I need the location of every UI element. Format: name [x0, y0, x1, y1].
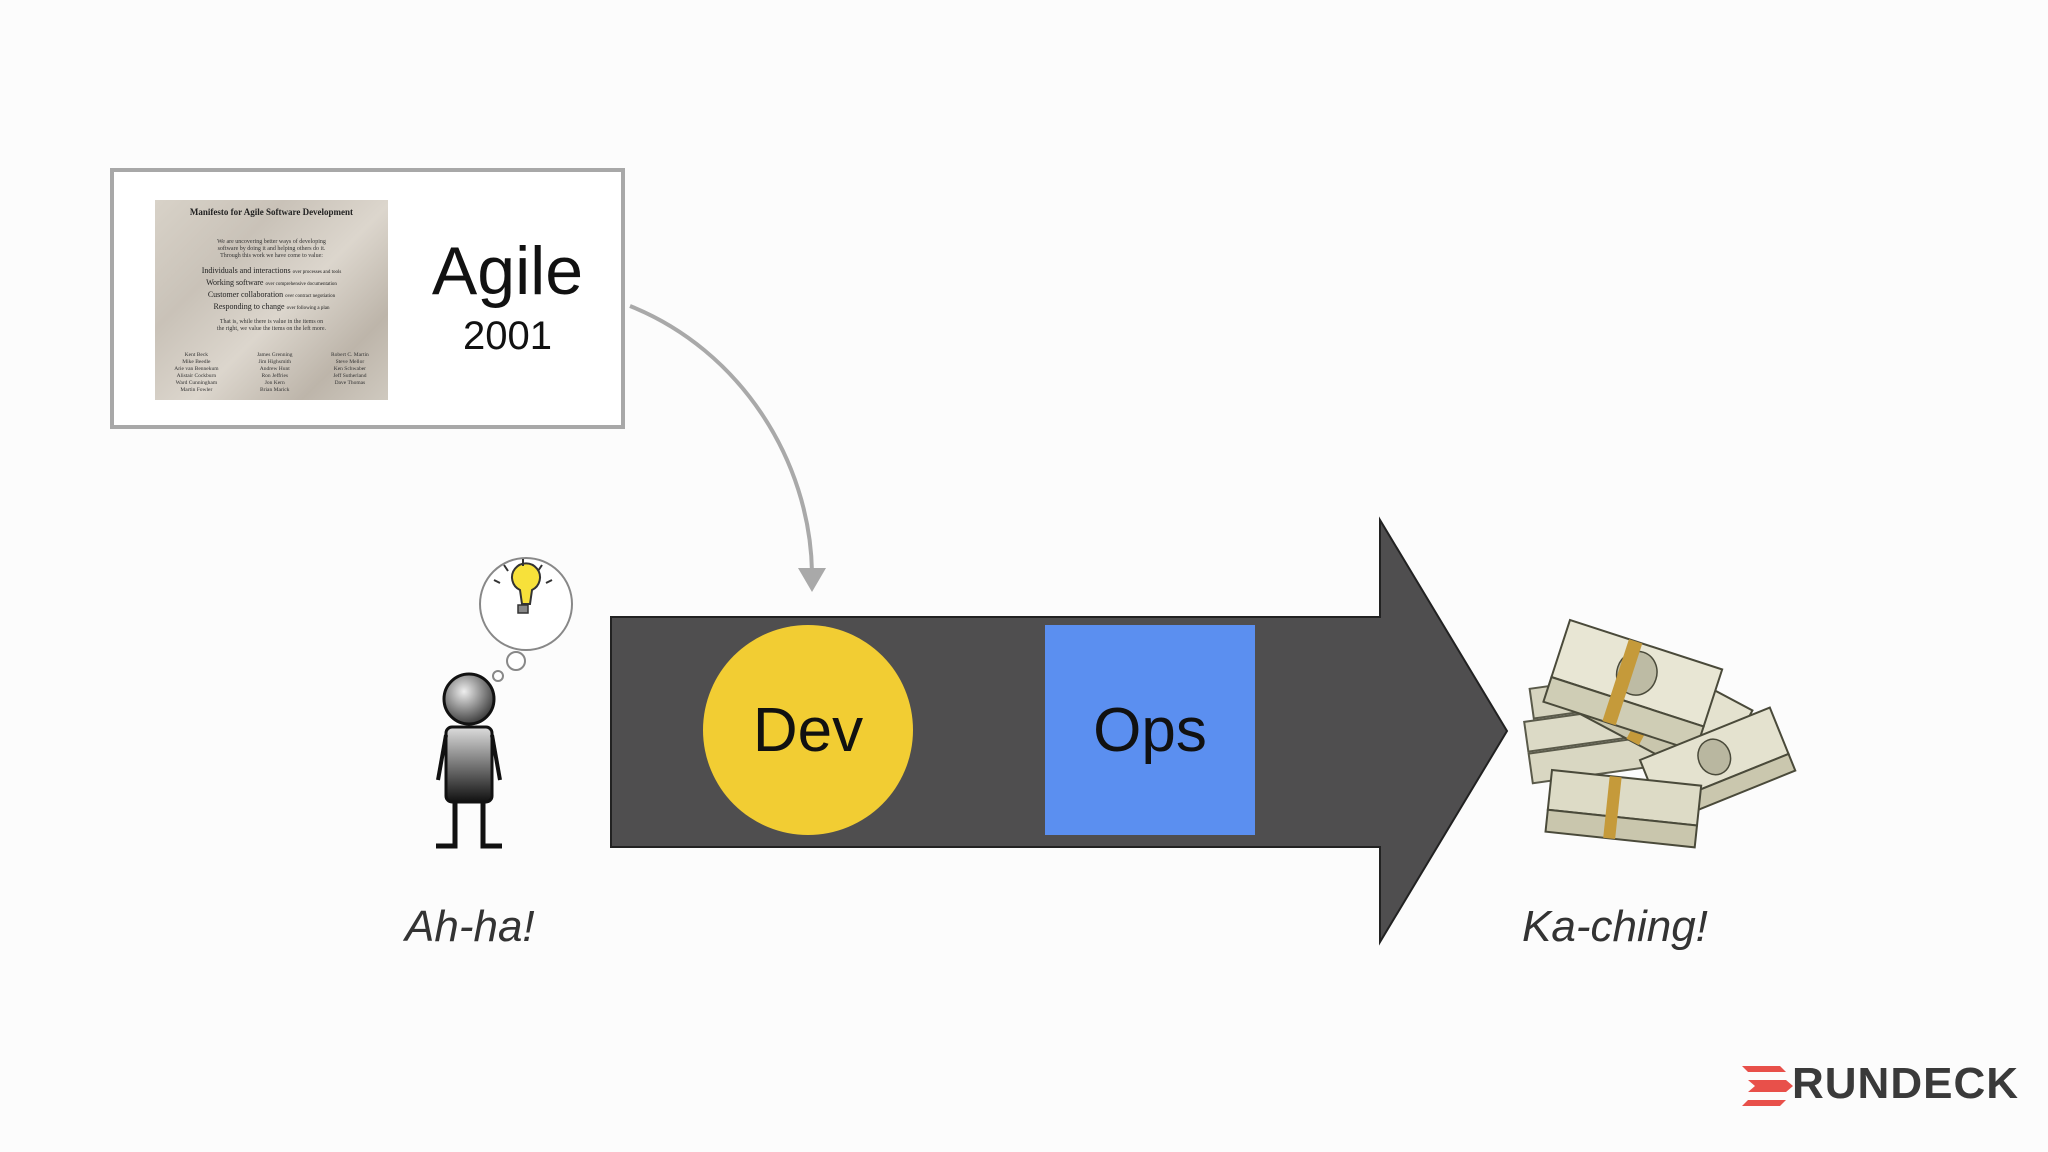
- agile-manifesto-image: Manifesto for Agile Software Development…: [155, 200, 388, 400]
- lightbulb-icon: [493, 559, 553, 614]
- ah-ha-caption: Ah-ha!: [405, 902, 535, 951]
- thought-bubble: [479, 557, 573, 682]
- manifesto-intro: We are uncovering better ways of develop…: [217, 239, 326, 259]
- agile-title: Agile: [431, 233, 584, 309]
- rundeck-logo: RUNDECK: [1742, 1061, 2019, 1107]
- agile-year: 2001: [463, 314, 552, 358]
- ops-square: Ops: [1045, 625, 1255, 835]
- ka-ching-caption: Ka-ching!: [1522, 902, 1708, 951]
- curved-arrow-icon: [629, 304, 826, 592]
- manifesto-heading: Manifesto for Agile Software Development: [189, 207, 354, 217]
- stick-figure-icon: [436, 672, 502, 849]
- manifesto-closing: That is, while there is value in the ite…: [216, 319, 327, 332]
- dev-label: Dev: [752, 695, 864, 765]
- money-stack-icon: [1523, 618, 1797, 849]
- manifesto-values: Individuals and interactions over proces…: [201, 266, 342, 311]
- ops-label: Ops: [1093, 695, 1207, 765]
- dev-circle: Dev: [703, 625, 913, 835]
- rundeck-logo-icon: [1742, 1066, 1793, 1106]
- manifesto-signatories: Kent Beck Mike Beedle Arie van Bennekum …: [174, 352, 369, 393]
- rundeck-logo-text: RUNDECK: [1792, 1059, 2019, 1108]
